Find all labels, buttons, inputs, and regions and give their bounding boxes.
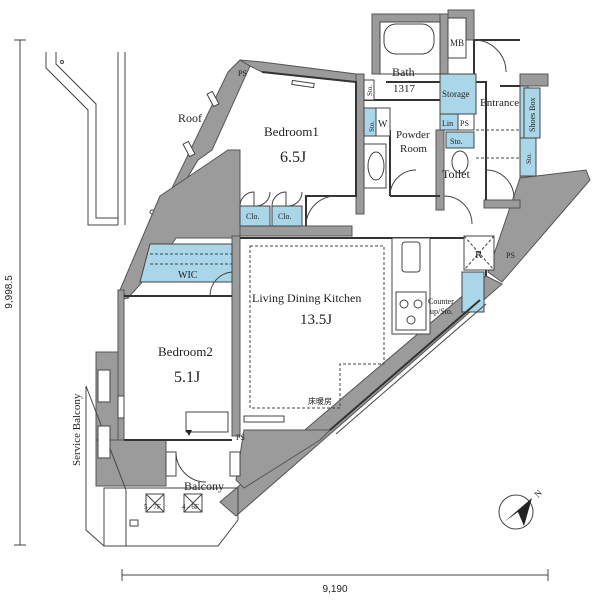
dimension-width: 9,190 bbox=[121, 569, 549, 595]
service-balcony-label: Service Balcony bbox=[71, 393, 83, 466]
sto-toilet bbox=[445, 131, 475, 149]
bedroom2-label: Bedroom2 bbox=[158, 344, 213, 359]
counter-label: Counter bbox=[428, 297, 454, 306]
bath-size-label: 1317 bbox=[393, 83, 416, 95]
bedroom1: PS Bedroom1 6.5J Clo. Clo. bbox=[182, 69, 337, 227]
bedroom2-size-label: 5.1J bbox=[174, 369, 200, 386]
sto-entrance-label: Sto. bbox=[525, 153, 533, 164]
wic-label: WIC bbox=[178, 270, 198, 281]
service-balcony: Service Balcony bbox=[71, 369, 127, 547]
closet-2 bbox=[271, 205, 303, 227]
height-dimension-label: 9,998.5 bbox=[4, 275, 15, 309]
north-label: N bbox=[532, 487, 544, 499]
balcony-label: Balcony bbox=[184, 479, 224, 493]
entry-arrow-icon bbox=[186, 430, 192, 436]
meter-box: MB bbox=[447, 17, 507, 73]
sink-icon bbox=[367, 151, 385, 181]
entrance-label: Entrance bbox=[480, 97, 519, 109]
width-dimension-label: 9,190 bbox=[322, 584, 347, 595]
window-bedroom2 bbox=[185, 411, 229, 433]
powder-label: Powder bbox=[396, 129, 430, 141]
closet-1 bbox=[239, 205, 271, 227]
roof-label: Roof bbox=[178, 111, 202, 125]
bath-label: Bath bbox=[392, 65, 415, 79]
sto-bath bbox=[363, 79, 375, 101]
outdoor-unit-3 bbox=[165, 451, 177, 477]
refrigerator-label: R bbox=[475, 249, 483, 261]
sto-toilet-label: Sto. bbox=[450, 137, 463, 146]
window-ldk bbox=[243, 415, 285, 423]
hatch-5-7f-label: 5 - 7F bbox=[144, 503, 161, 511]
washer-label: W bbox=[378, 119, 388, 130]
toilet-room: Lin PS Sto. Toilet bbox=[439, 113, 515, 225]
ps-upper bbox=[457, 113, 475, 131]
window-bedroom2-side bbox=[117, 395, 125, 419]
sto-powder-label: Sto. bbox=[368, 121, 376, 132]
toilet-label: Toilet bbox=[442, 167, 470, 181]
drain-icon bbox=[129, 519, 139, 527]
lin-label: Lin bbox=[442, 119, 453, 128]
sto-bath-label: Sto. bbox=[366, 85, 374, 96]
bedroom1-size-label: 6.5J bbox=[280, 149, 306, 166]
window-bedroom1 bbox=[291, 79, 315, 89]
outdoor-unit-4 bbox=[229, 451, 241, 477]
north-compass: N bbox=[498, 487, 544, 530]
dimension-height: 9,998.5 bbox=[4, 39, 26, 546]
ps-bedroom2-label: PS bbox=[236, 433, 245, 442]
storage-closet: Storage bbox=[439, 73, 477, 115]
walk-in-closet: WIC bbox=[139, 243, 233, 297]
ps-top-label: PS bbox=[238, 69, 247, 78]
balcony: Balcony 5 - 7F 4 - 6F bbox=[103, 451, 241, 547]
closet-2-label: Clo. bbox=[278, 212, 292, 221]
shoes-box-label: Shoes Box bbox=[528, 98, 537, 132]
ps-upper-label: PS bbox=[460, 119, 469, 128]
living-dining-kitchen: Living Dining Kitchen 13.5J 床暖房 R PS Cou… bbox=[243, 235, 515, 435]
room-label: Room bbox=[400, 143, 427, 155]
entrance: Entrance Shoes Box Sto. bbox=[476, 85, 541, 177]
powder-room: Sto. W Powder Room bbox=[363, 107, 430, 197]
counter-sto-label: up/Sto. bbox=[430, 307, 453, 316]
hatch-4-6f-label: 4 - 6F bbox=[182, 503, 199, 511]
outdoor-unit-1 bbox=[97, 369, 111, 403]
bathtub-icon bbox=[383, 23, 435, 55]
north-arrow-icon bbox=[504, 498, 532, 526]
toilet-icon bbox=[451, 150, 469, 174]
outdoor-unit-2 bbox=[97, 425, 111, 459]
bedroom2: Bedroom2 5.1J PS bbox=[117, 344, 245, 442]
bedroom1-label: Bedroom1 bbox=[264, 124, 319, 139]
ldk-label: Living Dining Kitchen bbox=[252, 291, 361, 305]
ps-right-label: PS bbox=[506, 251, 515, 260]
storage-label: Storage bbox=[442, 89, 470, 99]
mb-label: MB bbox=[450, 38, 464, 48]
sto-entrance bbox=[519, 137, 537, 177]
closet-1-label: Clo. bbox=[246, 212, 260, 221]
kitchen-sink-icon bbox=[401, 241, 421, 273]
bath-room: Bath 1317 Sto. bbox=[363, 21, 441, 101]
ldk-size-label: 13.5J bbox=[300, 312, 332, 328]
washer-space bbox=[375, 107, 391, 137]
floor-heating-label: 床暖房 bbox=[308, 396, 332, 406]
